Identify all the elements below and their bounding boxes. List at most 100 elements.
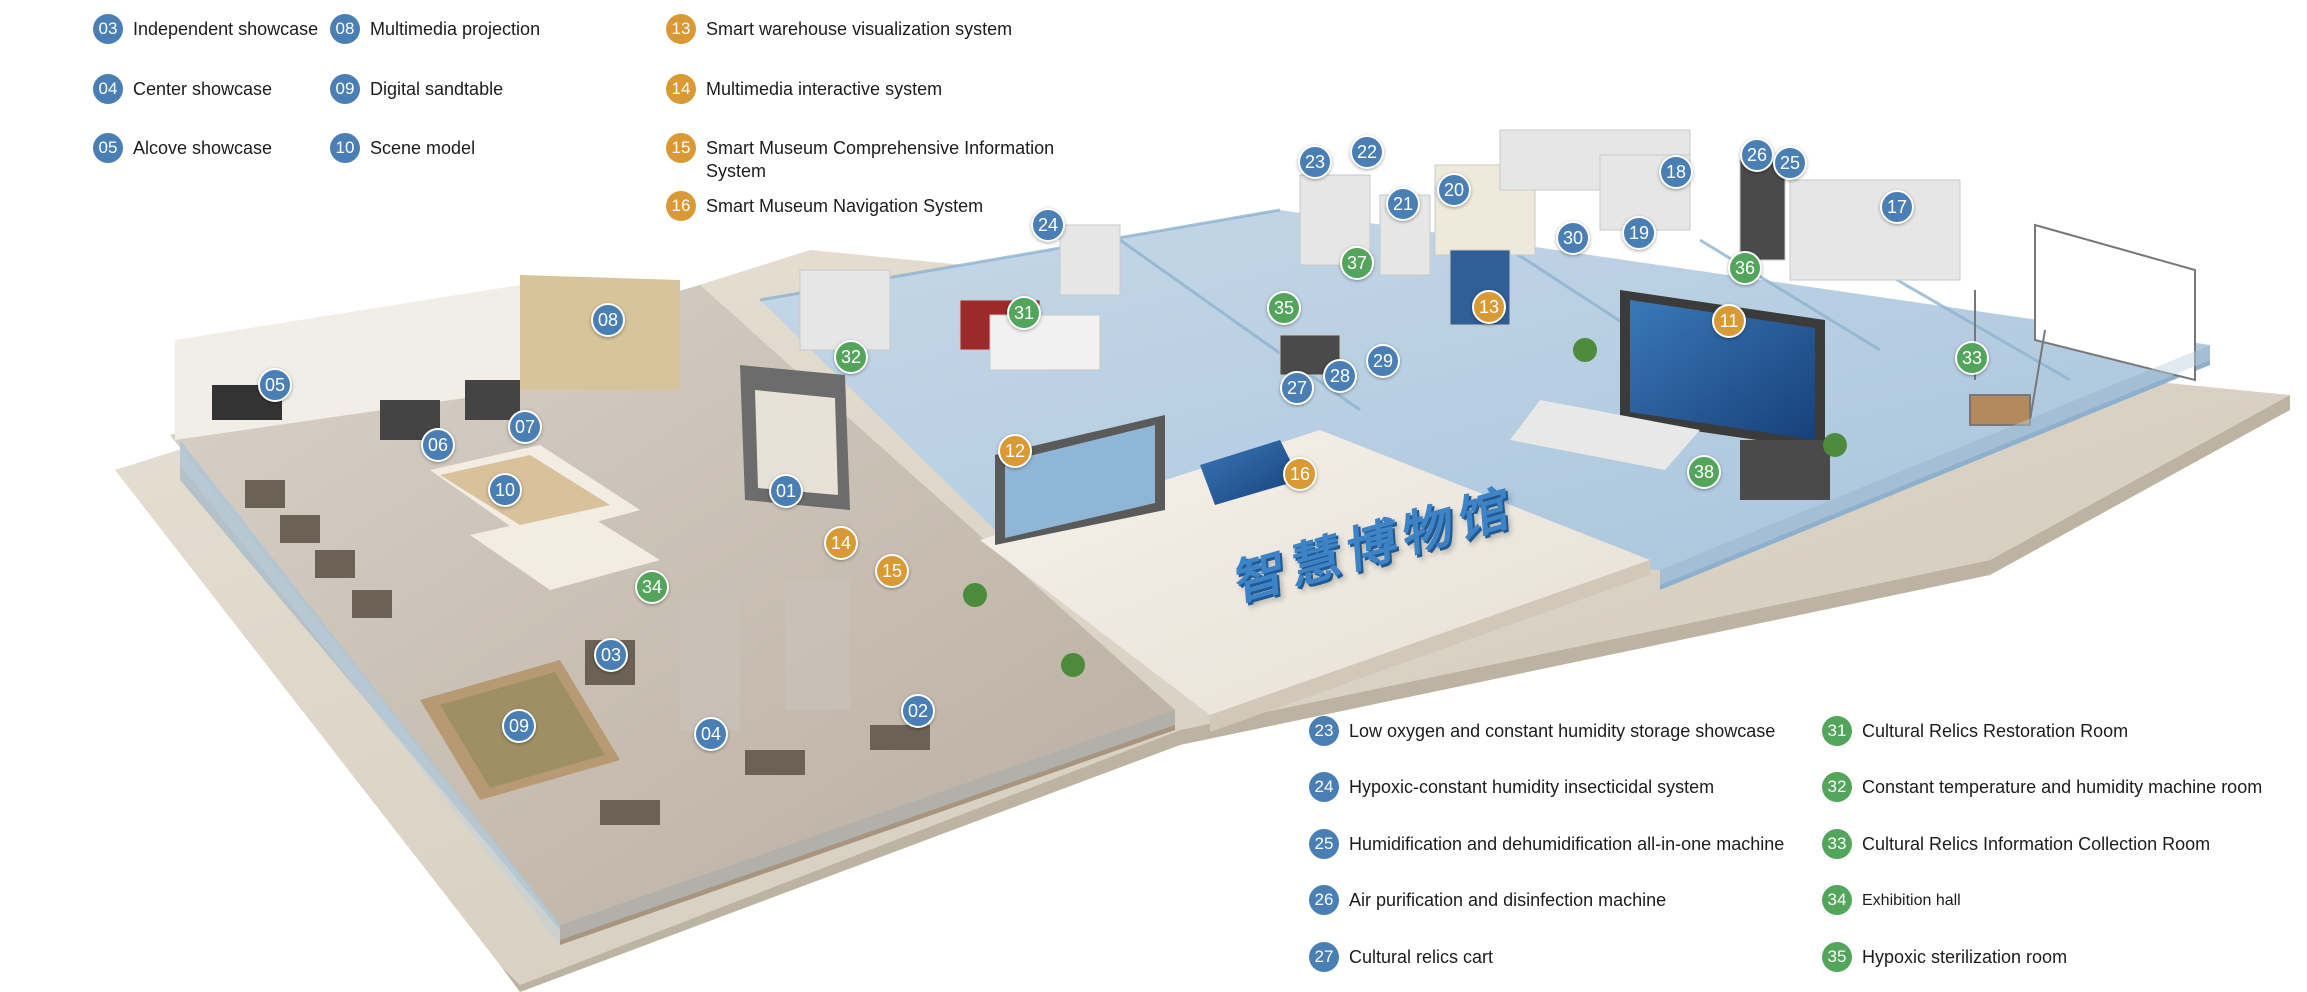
legend-item: 03 Independent showcase bbox=[93, 14, 319, 44]
legend-item: 25 Humidification and dehumidification a… bbox=[1309, 829, 1785, 859]
legend-number-badge: 34 bbox=[1822, 885, 1852, 915]
marker-26: 26 bbox=[1740, 138, 1774, 172]
legend-number-badge: 08 bbox=[330, 14, 360, 44]
legend-number-badge: 04 bbox=[93, 74, 123, 104]
legend-item: 05 Alcove showcase bbox=[93, 133, 272, 163]
legend-label: Multimedia projection bbox=[370, 19, 541, 39]
marker-27: 27 bbox=[1280, 371, 1314, 405]
legend-item: 33 Cultural Relics Information Collectio… bbox=[1822, 829, 2211, 859]
legend-number-badge: 35 bbox=[1822, 942, 1852, 972]
legend-item: 16 Smart Museum Navigation System bbox=[666, 191, 984, 221]
marker-14: 14 bbox=[824, 526, 858, 560]
marker-05: 05 bbox=[258, 368, 292, 402]
legend-number-badge: 33 bbox=[1822, 829, 1852, 859]
legend-label: Cultural relics cart bbox=[1349, 947, 1494, 967]
legend-number-badge: 23 bbox=[1309, 716, 1339, 746]
legend-item: 08 Multimedia projection bbox=[330, 14, 541, 44]
marker-34: 34 bbox=[635, 570, 669, 604]
legend-label: Smart Museum Comprehensive Information S… bbox=[706, 138, 1055, 181]
marker-08: 08 bbox=[591, 303, 625, 337]
marker-37: 37 bbox=[1340, 246, 1374, 280]
marker-02: 02 bbox=[901, 694, 935, 728]
legend-number-badge: 26 bbox=[1309, 885, 1339, 915]
legend-number-badge: 16 bbox=[666, 191, 696, 221]
legend-number-badge: 03 bbox=[93, 14, 123, 44]
legend-item: 34 Exhibition hall bbox=[1822, 885, 1961, 915]
marker-17: 17 bbox=[1880, 190, 1914, 224]
legend-number-badge: 32 bbox=[1822, 772, 1852, 802]
marker-36: 36 bbox=[1728, 251, 1762, 285]
legend-number-badge: 14 bbox=[666, 74, 696, 104]
legend-label: Independent showcase bbox=[133, 19, 319, 39]
legend-number-badge: 31 bbox=[1822, 716, 1852, 746]
marker-10: 10 bbox=[488, 473, 522, 507]
marker-19: 19 bbox=[1622, 216, 1656, 250]
legend-number-badge: 13 bbox=[666, 14, 696, 44]
legend-label: Air purification and disinfection machin… bbox=[1349, 890, 1667, 910]
marker-12: 12 bbox=[998, 434, 1032, 468]
marker-29: 29 bbox=[1366, 344, 1400, 378]
marker-13: 13 bbox=[1472, 290, 1506, 324]
marker-25: 25 bbox=[1773, 146, 1807, 180]
legend-label: Constant temperature and humidity machin… bbox=[1862, 777, 2263, 797]
legend-label: Multimedia interactive system bbox=[706, 79, 943, 99]
marker-15: 15 bbox=[875, 554, 909, 588]
legend-item: 09 Digital sandtable bbox=[330, 74, 504, 104]
legend-label: Low oxygen and constant humidity storage… bbox=[1349, 721, 1776, 741]
legend-item: 13 Smart warehouse visualization system bbox=[666, 14, 1013, 44]
display-walls bbox=[740, 365, 1300, 545]
marker-31: 31 bbox=[1007, 296, 1041, 330]
marker-07: 07 bbox=[508, 410, 542, 444]
legend-label: Exhibition hall bbox=[1862, 892, 1961, 909]
legend-number-badge: 24 bbox=[1309, 772, 1339, 802]
marker-32: 32 bbox=[834, 340, 868, 374]
legend-label: Digital sandtable bbox=[370, 79, 504, 99]
marker-22: 22 bbox=[1350, 135, 1384, 169]
legend-label: Smart warehouse visualization system bbox=[706, 19, 1013, 39]
legend-item: 10 Scene model bbox=[330, 133, 476, 163]
legend-label: Scene model bbox=[370, 138, 476, 158]
legend-label: Cultural Relics Restoration Room bbox=[1862, 721, 2129, 741]
legend-item: 26 Air purification and disinfection mac… bbox=[1309, 885, 1667, 915]
legend-item: 31 Cultural Relics Restoration Room bbox=[1822, 716, 2129, 746]
marker-11: 11 bbox=[1712, 304, 1746, 338]
marker-01: 01 bbox=[769, 474, 803, 508]
legend-item: 14 Multimedia interactive system bbox=[666, 74, 943, 104]
legend-label: Humidification and dehumidification all-… bbox=[1349, 834, 1785, 854]
legend-label: Center showcase bbox=[133, 79, 273, 99]
marker-38: 38 bbox=[1687, 455, 1721, 489]
legend-number-badge: 25 bbox=[1309, 829, 1339, 859]
glass-railings bbox=[180, 345, 2210, 945]
marker-06: 06 bbox=[421, 428, 455, 462]
legend-item: 27 Cultural relics cart bbox=[1309, 942, 1494, 972]
legend-number-badge: 15 bbox=[666, 133, 696, 163]
marker-18: 18 bbox=[1659, 155, 1693, 189]
marker-30: 30 bbox=[1556, 221, 1590, 255]
legend-label: Smart Museum Navigation System bbox=[706, 196, 984, 216]
legend-item: 15 Smart Museum Comprehensive Informatio… bbox=[666, 133, 1066, 183]
marker-04: 04 bbox=[694, 717, 728, 751]
legend-item: 04 Center showcase bbox=[93, 74, 273, 104]
legend-item: 24 Hypoxic-constant humidity insecticida… bbox=[1309, 772, 1715, 802]
legend-number-badge: 05 bbox=[93, 133, 123, 163]
marker-28: 28 bbox=[1323, 359, 1357, 393]
marker-21: 21 bbox=[1386, 187, 1420, 221]
marker-35: 35 bbox=[1267, 291, 1301, 325]
legend-label: Hypoxic-constant humidity insecticidal s… bbox=[1349, 777, 1715, 797]
legend-label: Hypoxic sterilization room bbox=[1862, 947, 2068, 967]
marker-24: 24 bbox=[1031, 208, 1065, 242]
plants bbox=[963, 338, 1847, 677]
legend-number-badge: 10 bbox=[330, 133, 360, 163]
marker-03: 03 bbox=[594, 638, 628, 672]
legend-item: 23 Low oxygen and constant humidity stor… bbox=[1309, 716, 1776, 746]
marker-16: 16 bbox=[1283, 457, 1317, 491]
scene-model-tables bbox=[430, 445, 660, 590]
marker-09: 09 bbox=[502, 709, 536, 743]
marker-33: 33 bbox=[1955, 341, 1989, 375]
marker-20: 20 bbox=[1437, 173, 1471, 207]
legend-number-badge: 27 bbox=[1309, 942, 1339, 972]
control-center bbox=[1510, 290, 1830, 500]
legend-label: Cultural Relics Information Collection R… bbox=[1862, 834, 2211, 854]
legend-item: 32 Constant temperature and humidity mac… bbox=[1822, 772, 2263, 802]
legend-number-badge: 09 bbox=[330, 74, 360, 104]
